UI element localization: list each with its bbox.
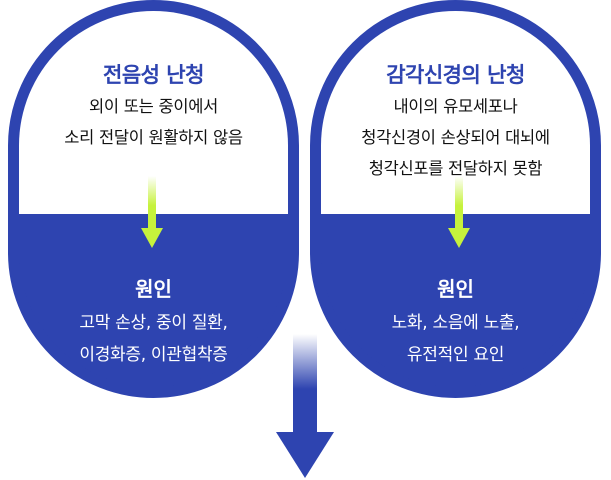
description-line: 청각신경이 손상되어 대뇌에 — [361, 128, 550, 147]
cause-title: 원인 — [437, 277, 474, 301]
description-line: 외이 또는 중이에서 — [89, 97, 218, 116]
card-title: 전음성 난청 — [103, 63, 204, 87]
cause-line: 노화, 소음에 노출, — [391, 313, 520, 333]
cause-description: 고막 손상, 중이 질환, 이경화증, 이관협착증 — [19, 307, 288, 371]
description-line: 소리 전달이 원활하지 않음 — [64, 128, 243, 147]
down-arrow-icon — [276, 334, 334, 478]
card-description: 외이 또는 중이에서 소리 전달이 원활하지 않음 — [19, 91, 288, 153]
cause-description: 노화, 소음에 노출, 유전적인 요인 — [321, 307, 590, 371]
conductive-hearing-loss-card: 전음성 난청 외이 또는 중이에서 소리 전달이 원활하지 않음 원인 고막 손… — [8, 0, 299, 398]
cause-title: 원인 — [135, 277, 172, 301]
down-arrow-icon — [448, 176, 470, 248]
cause-line: 유전적인 요인 — [406, 345, 505, 365]
card-title: 감각신경의 난청 — [386, 63, 525, 87]
description-line: 내이의 유모세포나 — [393, 97, 518, 116]
down-arrow-icon — [141, 176, 163, 248]
cause-line: 이경화증, 이관협착증 — [79, 345, 228, 365]
card-description: 내이의 유모세포나 청각신경이 손상되어 대뇌에 청각신포를 전달하지 못함 — [321, 91, 590, 184]
description-line: 청각신포를 전달하지 못함 — [368, 159, 543, 178]
cause-line: 고막 손상, 중이 질환, — [79, 313, 228, 333]
